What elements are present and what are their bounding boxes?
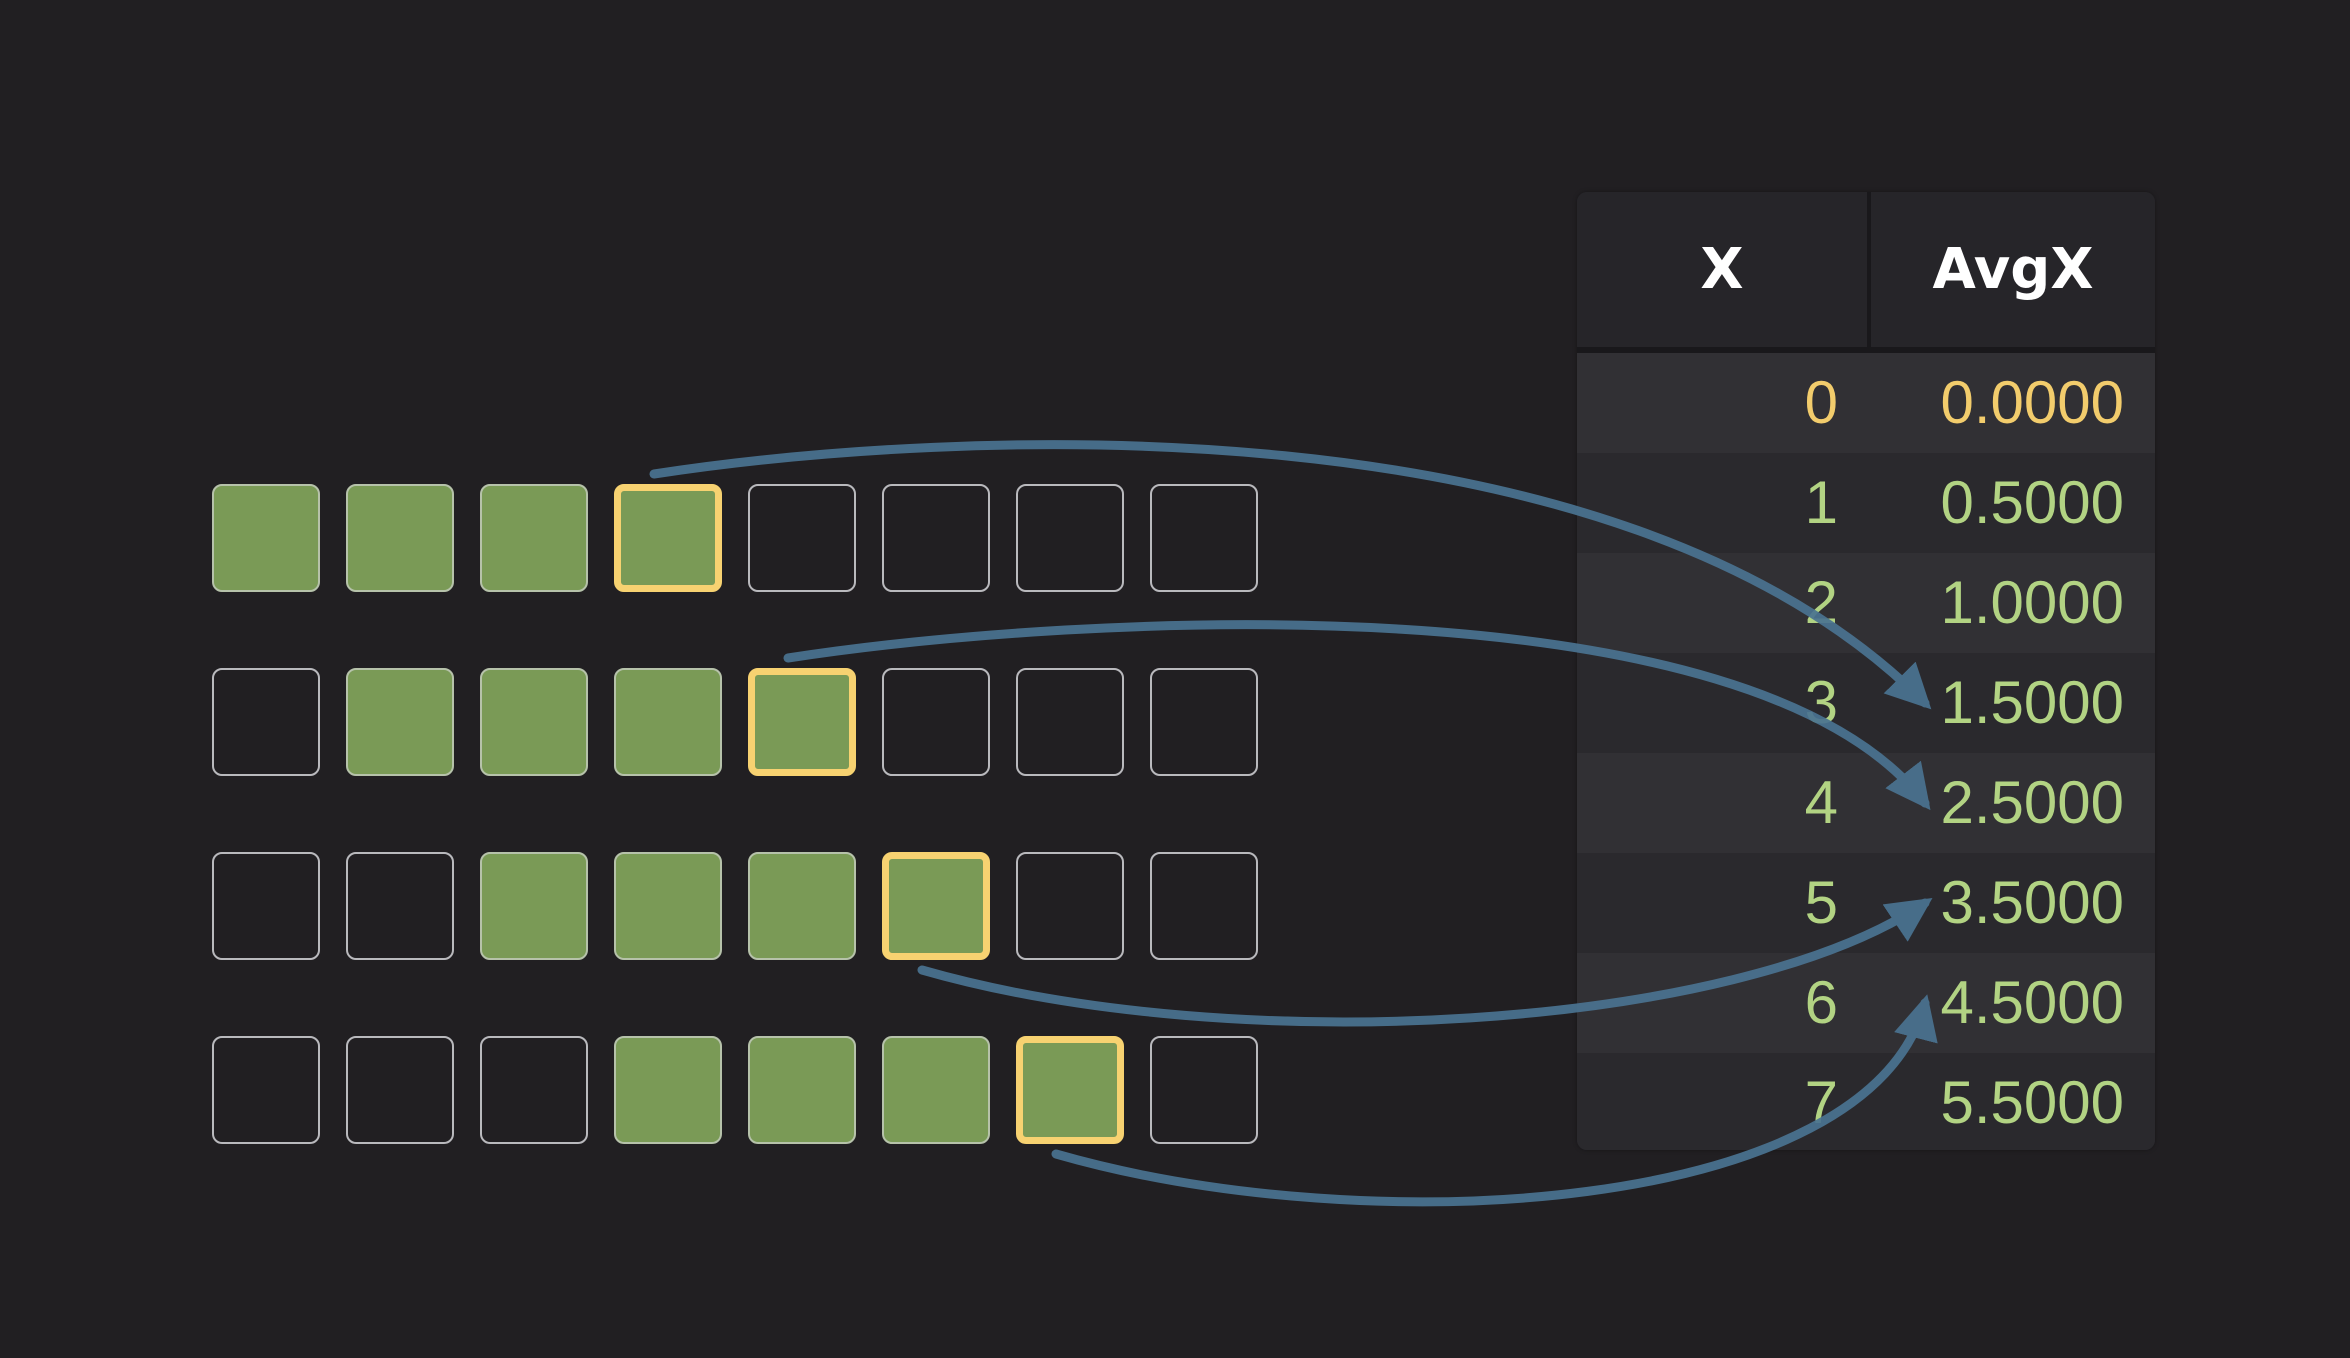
window-cell [480,1036,588,1144]
window-cell [1016,484,1124,592]
table-row: 7 5.5000 [1577,1053,2155,1150]
cell-avgx: 1.0000 [1940,569,2124,636]
window-cell [882,668,990,776]
window-cell [212,1036,320,1144]
table-row: 1 0.5000 [1577,453,2155,553]
window-cell [614,852,722,960]
window-cell [748,1036,856,1144]
window-cell [346,668,454,776]
cell-x: 0 [1804,369,1838,436]
cell-avgx: 5.5000 [1940,1069,2124,1136]
cell-x: 5 [1804,869,1838,936]
table-row: 0 0.0000 [1577,353,2155,453]
window-cell [882,852,990,960]
window-cell [748,484,856,592]
window-cell [1150,852,1258,960]
window-cell [1150,484,1258,592]
cell-x: 2 [1804,569,1838,636]
window-cell [212,852,320,960]
window-cell [480,668,588,776]
window-cell [346,1036,454,1144]
window-cell [1150,668,1258,776]
window-cell [212,484,320,592]
result-table: X AvgX 0 0.0000 1 0.5000 2 1.0000 3 1.5000 4 2.50… [1577,192,2155,1150]
window-cell [748,852,856,960]
table-row: 6 4.5000 [1577,953,2155,1053]
window-cell [614,1036,722,1144]
table-row: 3 1.5000 [1577,653,2155,753]
cell-avgx: 4.5000 [1940,969,2124,1036]
window-cell [1016,1036,1124,1144]
window-cell [882,484,990,592]
window-cell [1016,668,1124,776]
cell-x: 4 [1804,769,1838,836]
column-header-x: X [1700,237,1744,302]
window-cell [748,668,856,776]
cell-avgx: 0.0000 [1940,369,2124,436]
window-cell [1016,852,1124,960]
window-cell [212,668,320,776]
window-cell [480,852,588,960]
column-header-avgx: AvgX [1932,237,2094,302]
cell-x: 3 [1804,669,1838,736]
window-cell [346,484,454,592]
cell-avgx: 2.5000 [1940,769,2124,836]
cell-avgx: 3.5000 [1940,869,2124,936]
cell-x: 1 [1804,469,1838,536]
window-cell [346,852,454,960]
cell-avgx: 0.5000 [1940,469,2124,536]
table-header: X AvgX [1577,192,2155,353]
header-divider [1867,192,1871,347]
table-row: 2 1.0000 [1577,553,2155,653]
window-cell [480,484,588,592]
table-row: 4 2.5000 [1577,753,2155,853]
window-cell [614,484,722,592]
cell-x: 6 [1804,969,1838,1036]
table-row: 5 3.5000 [1577,853,2155,953]
cell-x: 7 [1804,1069,1838,1136]
window-cell [1150,1036,1258,1144]
cell-avgx: 1.5000 [1940,669,2124,736]
window-cell [882,1036,990,1144]
window-cell [614,668,722,776]
table-body: 0 0.0000 1 0.5000 2 1.0000 3 1.5000 4 2.5000 5 3.50… [1577,353,2155,1150]
